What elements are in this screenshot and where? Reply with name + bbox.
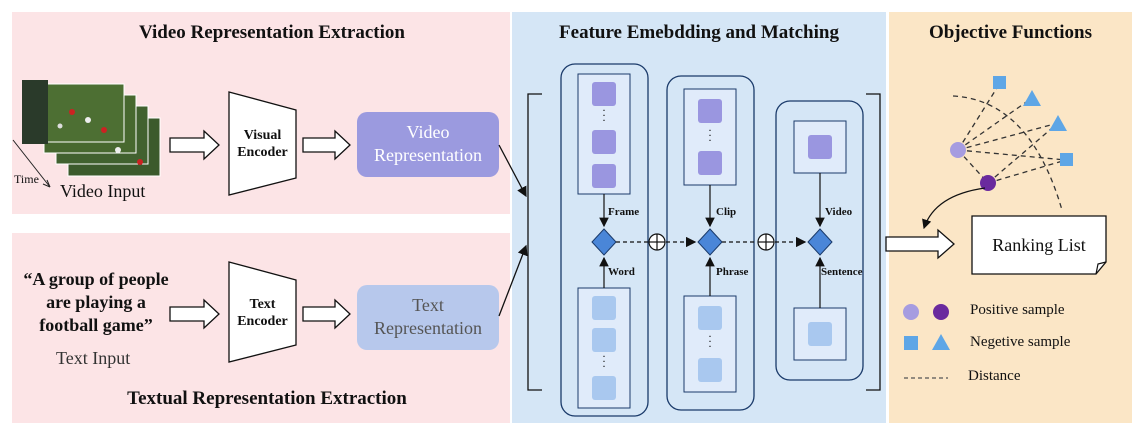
diamond-video-sentence [807,228,833,256]
ellipsis-word: ··· [602,349,606,373]
positive-circle-light [950,142,966,158]
plus-circle-2 [757,233,775,251]
text-representation-label: Text Representation [357,294,499,340]
diamond-clip-phrase [697,228,723,256]
negative-triangle-1 [1023,90,1041,106]
level-frame-label: Frame [608,206,640,218]
time-arrow [12,139,51,188]
visual-encoder-label: Visual Encoder [229,127,296,161]
video-input-label: Video Input [60,181,146,201]
visual-encoder-shape [228,91,297,196]
right-bracket [866,93,881,391]
legend-negative-label: Negetive sample [970,334,1071,350]
ellipsis-clip: ··· [708,123,712,147]
quote-line2: are playing a [46,292,146,312]
distance-arcs [952,82,1067,211]
visual-encoder-line2: Encoder [237,145,288,160]
text-representation-line2: Representation [374,318,482,338]
legend-positive-light [903,304,919,320]
hollow-arrow-ranking [885,228,955,260]
column-video-sentence [775,100,864,381]
negative-square-2 [1060,153,1073,166]
text-extraction-title: Textual Representation Extraction [127,388,407,409]
legend-positive-dark [933,304,949,320]
diamond-frame-word [591,228,617,256]
ranking-list-label: Ranking List [992,235,1086,255]
level-clip-label: Clip [716,206,737,218]
visual-encoder-line1: Visual [243,128,282,143]
level-word-label: Word [608,266,635,278]
legend-distance-label: Distance [968,368,1021,384]
legend-negative-square [904,336,918,350]
positive-circle-dark [980,175,996,191]
hollow-arrow-video-1 [169,129,220,161]
video-representation-box [357,112,499,177]
level-video-label: Video [825,206,853,218]
ranking-list-box [971,215,1107,275]
negative-triangle-2 [1049,115,1067,131]
level-sentence-label: Sentence [821,266,863,278]
text-encoder-label: Text Encoder [229,296,296,330]
hollow-arrow-text-2 [302,298,351,330]
ellipsis-phrase: ··· [708,329,712,353]
embedding-title: Feature Emebdding and Matching [559,22,839,43]
video-representation-label: Video Representation [357,121,499,167]
legend-negative-triangle [932,334,950,350]
text-input-label: Text Input [56,348,131,368]
video-extraction-title: Video Representation Extraction [139,22,405,43]
quote-line1: “A group of people [23,269,169,289]
video-representation-line2: Representation [374,145,482,165]
text-encoder-line2: Encoder [237,314,288,329]
ellipsis-frame: ··· [602,103,606,127]
left-bracket [527,93,542,391]
text-encoder-line1: Text [249,297,276,312]
text-input-quote: “A group of people are playing a footbal… [14,268,178,337]
column-clip-phrase [666,75,755,411]
video-frames-stack [22,80,161,177]
time-label: Time [14,172,39,186]
level-phrase-label: Phrase [716,266,749,278]
legend-positive-label: Positive sample [970,302,1065,318]
hollow-arrow-text-1 [169,298,220,330]
objective-title: Objective Functions [928,22,1093,43]
column-frame-word [560,63,649,417]
plus-circle-1 [648,233,666,251]
hollow-arrow-video-2 [302,129,351,161]
text-representation-line1: Text [412,295,444,315]
video-representation-line1: Video [406,122,450,142]
quote-line3: football game” [39,315,153,335]
text-representation-box [357,285,499,350]
text-encoder-shape [228,261,297,363]
negative-square-1 [993,76,1006,89]
